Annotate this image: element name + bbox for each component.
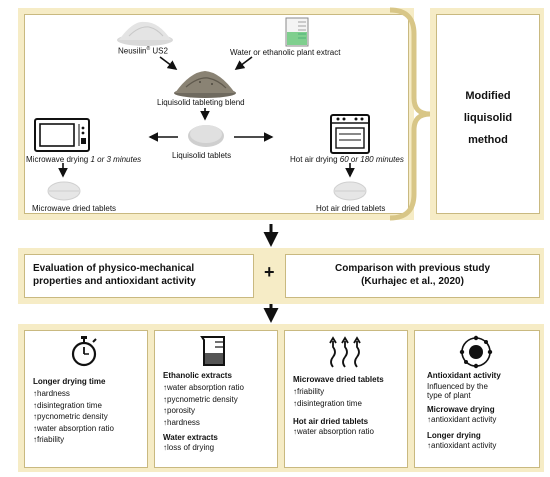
heat-waves-icon [329, 336, 361, 368]
card1-item: hardness [33, 388, 114, 400]
hotair-dried-tablet-icon [333, 181, 367, 201]
card3-title: Microwave dried tablets [293, 375, 384, 384]
hotair-dried-label: Hot air dried tablets [316, 204, 386, 213]
card2-item: porosity [163, 405, 244, 417]
tablet-icon [188, 125, 224, 147]
plus-sign: + [264, 262, 275, 282]
tableting-blend-icon [174, 71, 236, 98]
comparison-line1: Comparison with previous study [334, 263, 491, 274]
microwave-drying-label: Microwave drying 1 or 3 minutes [26, 155, 142, 164]
beaker-icon [285, 17, 309, 47]
card2-subtitle: Water extracts [163, 433, 218, 442]
comparison-box: Comparison with previous study (Kurhajec… [285, 254, 540, 298]
neusilin-label: Neusilin® US2 [118, 46, 168, 56]
card2-item: loss of drying [163, 442, 244, 454]
extract-label: Water or ethanolic plant extract [230, 48, 341, 57]
card4-subtitle: Longer drying [427, 430, 481, 440]
oven-icon [330, 114, 370, 154]
evaluation-box: Evaluation of physico-mechanical propert… [24, 254, 254, 298]
card1-title: Longer drying time [33, 377, 106, 386]
microwave-icon [34, 118, 90, 152]
neusilin-powder-icon [117, 21, 173, 46]
card4-item: antioxidant activity [427, 414, 535, 426]
card1-item: pycnometric density [33, 411, 114, 423]
hotair-drying-label: Hot air drying 60 or 180 minutes [290, 155, 404, 164]
card4-note: Influenced by the type of plant [427, 382, 488, 400]
beaker-outline-icon [200, 336, 225, 366]
card-drying-time: Longer drying time hardness disintegrati… [24, 330, 148, 468]
evaluation-text: Evaluation of physico-mechanical propert… [33, 263, 196, 287]
card-drying-methods: Microwave dried tablets friability disin… [284, 330, 408, 468]
method-title: Modified liquisolid method [463, 90, 513, 146]
card3-item: water absorption ratio [293, 426, 384, 438]
card2-item: water absorption ratio [163, 382, 244, 394]
card-antioxidant: Antioxidant activity Influenced by the t… [414, 330, 540, 468]
stopwatch-icon [71, 336, 97, 367]
card1-item: water absorption ratio [33, 423, 114, 435]
card2-item: pycnometric density [163, 394, 244, 406]
card3-subtitle: Hot air dried tablets [293, 417, 369, 426]
card3-item: friability [293, 386, 384, 398]
card-extracts: Ethanolic extracts water absorption rati… [154, 330, 278, 468]
card4-item: antioxidant activity [427, 440, 535, 452]
method-box: Modified liquisolid method [436, 14, 540, 214]
microwave-dried-label: Microwave dried tablets [32, 204, 117, 213]
card2-title: Ethanolic extracts [163, 371, 232, 380]
card3-item: disintegration time [293, 398, 384, 410]
card1-item: disintegration time [33, 400, 114, 412]
card4-title: Antioxidant activity [427, 371, 501, 380]
microwave-dried-tablet-icon [47, 181, 81, 201]
card4-subtitle: Microwave drying [427, 405, 495, 414]
card1-item: friability [33, 434, 114, 446]
tablets-label: Liquisolid tablets [172, 151, 232, 160]
blend-label: Liquisolid tableting blend [157, 98, 245, 107]
comparison-line2: (Kurhajec et al., 2020) [361, 276, 464, 287]
card2-item: hardness [163, 417, 244, 429]
molecule-icon [459, 335, 493, 369]
